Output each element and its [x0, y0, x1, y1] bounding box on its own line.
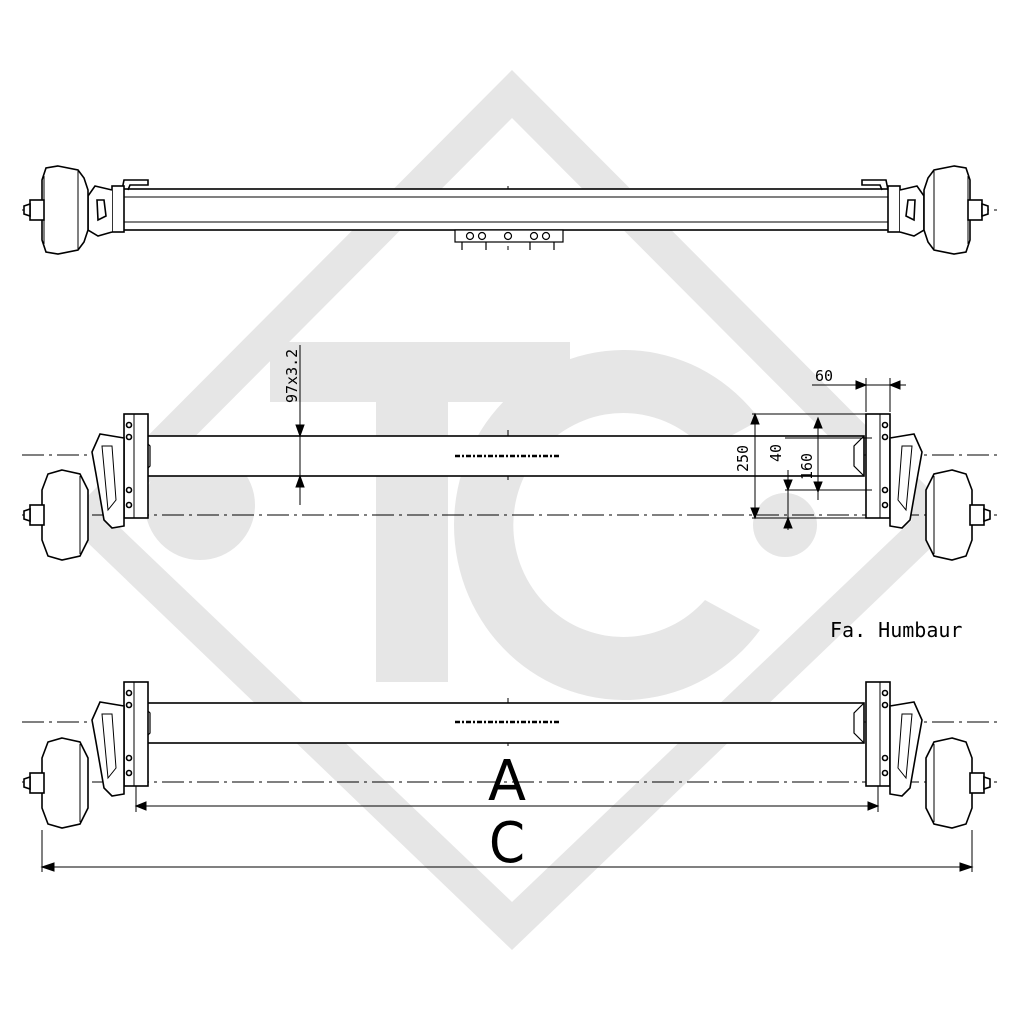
- watermark-t-stem: [376, 342, 448, 682]
- dim-bracket-heights: [750, 412, 872, 530]
- watermark-dot: [145, 450, 255, 560]
- tube-profile-label: 97x3.2: [283, 349, 301, 403]
- watermark-c: [454, 350, 760, 700]
- dim-tube-profile: [295, 345, 305, 505]
- dim-bracket-width: [812, 378, 906, 412]
- hole-spacing-label: 160: [798, 453, 816, 480]
- hole-offset-label: 40: [767, 444, 785, 462]
- dim-c-label: C: [489, 811, 525, 876]
- axle-top: [22, 165, 1002, 255]
- bracket-height-label: 250: [734, 445, 752, 472]
- center-plate: [454, 229, 564, 250]
- bracket-width-label: 60: [815, 367, 833, 385]
- dim-track-a: [134, 786, 880, 812]
- dim-a-label: A: [488, 749, 526, 814]
- axle-middle: [22, 345, 1002, 561]
- dim-overall-c: [40, 830, 974, 872]
- axle-bottom: [22, 681, 1002, 872]
- manufacturer-note: Fa. Humbaur: [830, 618, 962, 642]
